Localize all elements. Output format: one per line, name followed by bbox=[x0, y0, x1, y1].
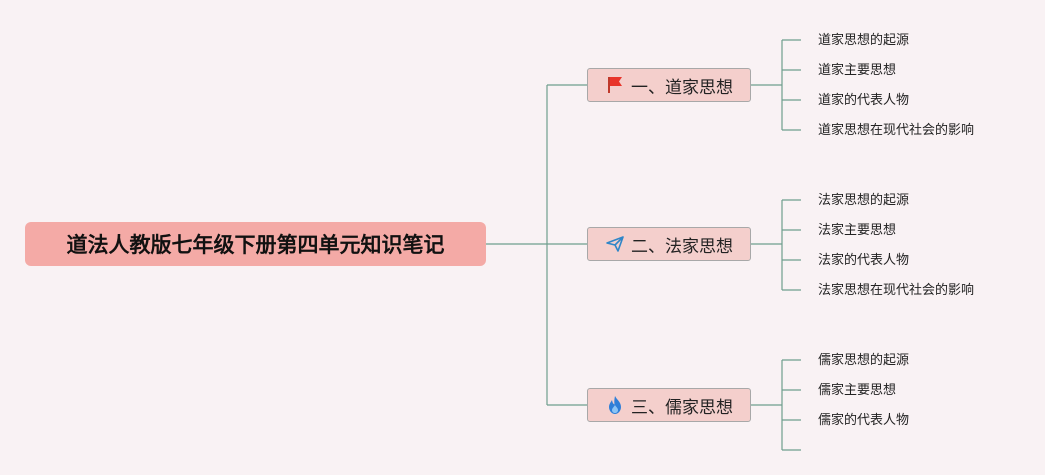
branch-topic-label: 三、儒家思想 bbox=[631, 397, 733, 418]
leaf-topic[interactable]: 道家思想的起源 bbox=[818, 33, 910, 48]
leaf-topic[interactable]: 道家思想在现代社会的影响 bbox=[818, 123, 975, 138]
leaf-topic[interactable]: 法家主要思想 bbox=[818, 223, 897, 238]
leaf-topic[interactable]: 法家思想的起源 bbox=[818, 193, 910, 208]
branch-topic-confucian[interactable]: 三、儒家思想 bbox=[587, 388, 751, 422]
leaf-topic[interactable]: 儒家的代表人物 bbox=[818, 413, 910, 428]
branch-1-leaf-connector bbox=[751, 39, 801, 131]
branch-3-leaf-connector bbox=[751, 359, 801, 451]
blue-flame-icon bbox=[605, 395, 625, 415]
leaf-topic[interactable]: 儒家主要思想 bbox=[818, 383, 897, 398]
red-flag-icon bbox=[605, 75, 625, 95]
branch-topic-legalist[interactable]: 二、法家思想 bbox=[587, 227, 751, 261]
branch-2-leaf-connector bbox=[751, 199, 801, 291]
root-topic-label: 道法人教版七年级下册第四单元知识笔记 bbox=[66, 233, 445, 257]
leaf-topic[interactable]: 道家主要思想 bbox=[818, 63, 897, 78]
branch-topic-daoist[interactable]: 一、道家思想 bbox=[587, 68, 751, 102]
leaf-topic[interactable]: 法家思想在现代社会的影响 bbox=[818, 283, 975, 298]
branch-topic-label: 二、法家思想 bbox=[631, 236, 733, 257]
leaf-topic[interactable]: 儒家思想的起源 bbox=[818, 353, 910, 368]
leaf-topic[interactable]: 道家的代表人物 bbox=[818, 93, 910, 108]
paper-plane-icon bbox=[605, 234, 625, 254]
branch-topic-label: 一、道家思想 bbox=[631, 77, 733, 98]
leaf-topic[interactable]: 法家的代表人物 bbox=[818, 253, 910, 268]
root-topic[interactable]: 道法人教版七年级下册第四单元知识笔记 bbox=[25, 222, 486, 266]
